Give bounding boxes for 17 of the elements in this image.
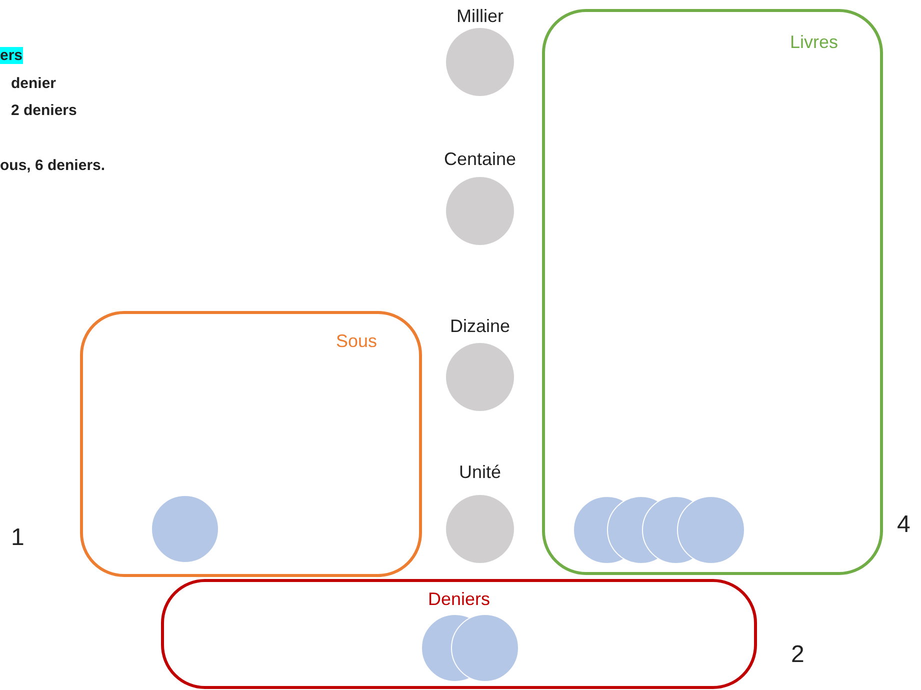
count-number: 4	[897, 511, 910, 539]
rounded-frame	[542, 9, 883, 575]
rounded-frame	[161, 579, 757, 689]
count-number: 1	[11, 524, 24, 552]
note-text: denier	[11, 75, 56, 92]
place-label: Unité	[458, 462, 502, 482]
note-text: 2 deniers	[11, 102, 77, 119]
note-text: ers	[0, 47, 23, 64]
frame-label: Sous	[336, 331, 377, 352]
place-label: Dizaine	[448, 316, 512, 336]
frame-label: Livres	[790, 32, 838, 53]
rounded-frame	[80, 311, 422, 577]
place-label: Centaine	[442, 149, 518, 169]
frame-label: Deniers	[428, 589, 490, 610]
count-number: 2	[791, 641, 804, 669]
note-text: ous, 6 deniers.	[0, 157, 106, 174]
place-label: Millier	[456, 6, 504, 26]
